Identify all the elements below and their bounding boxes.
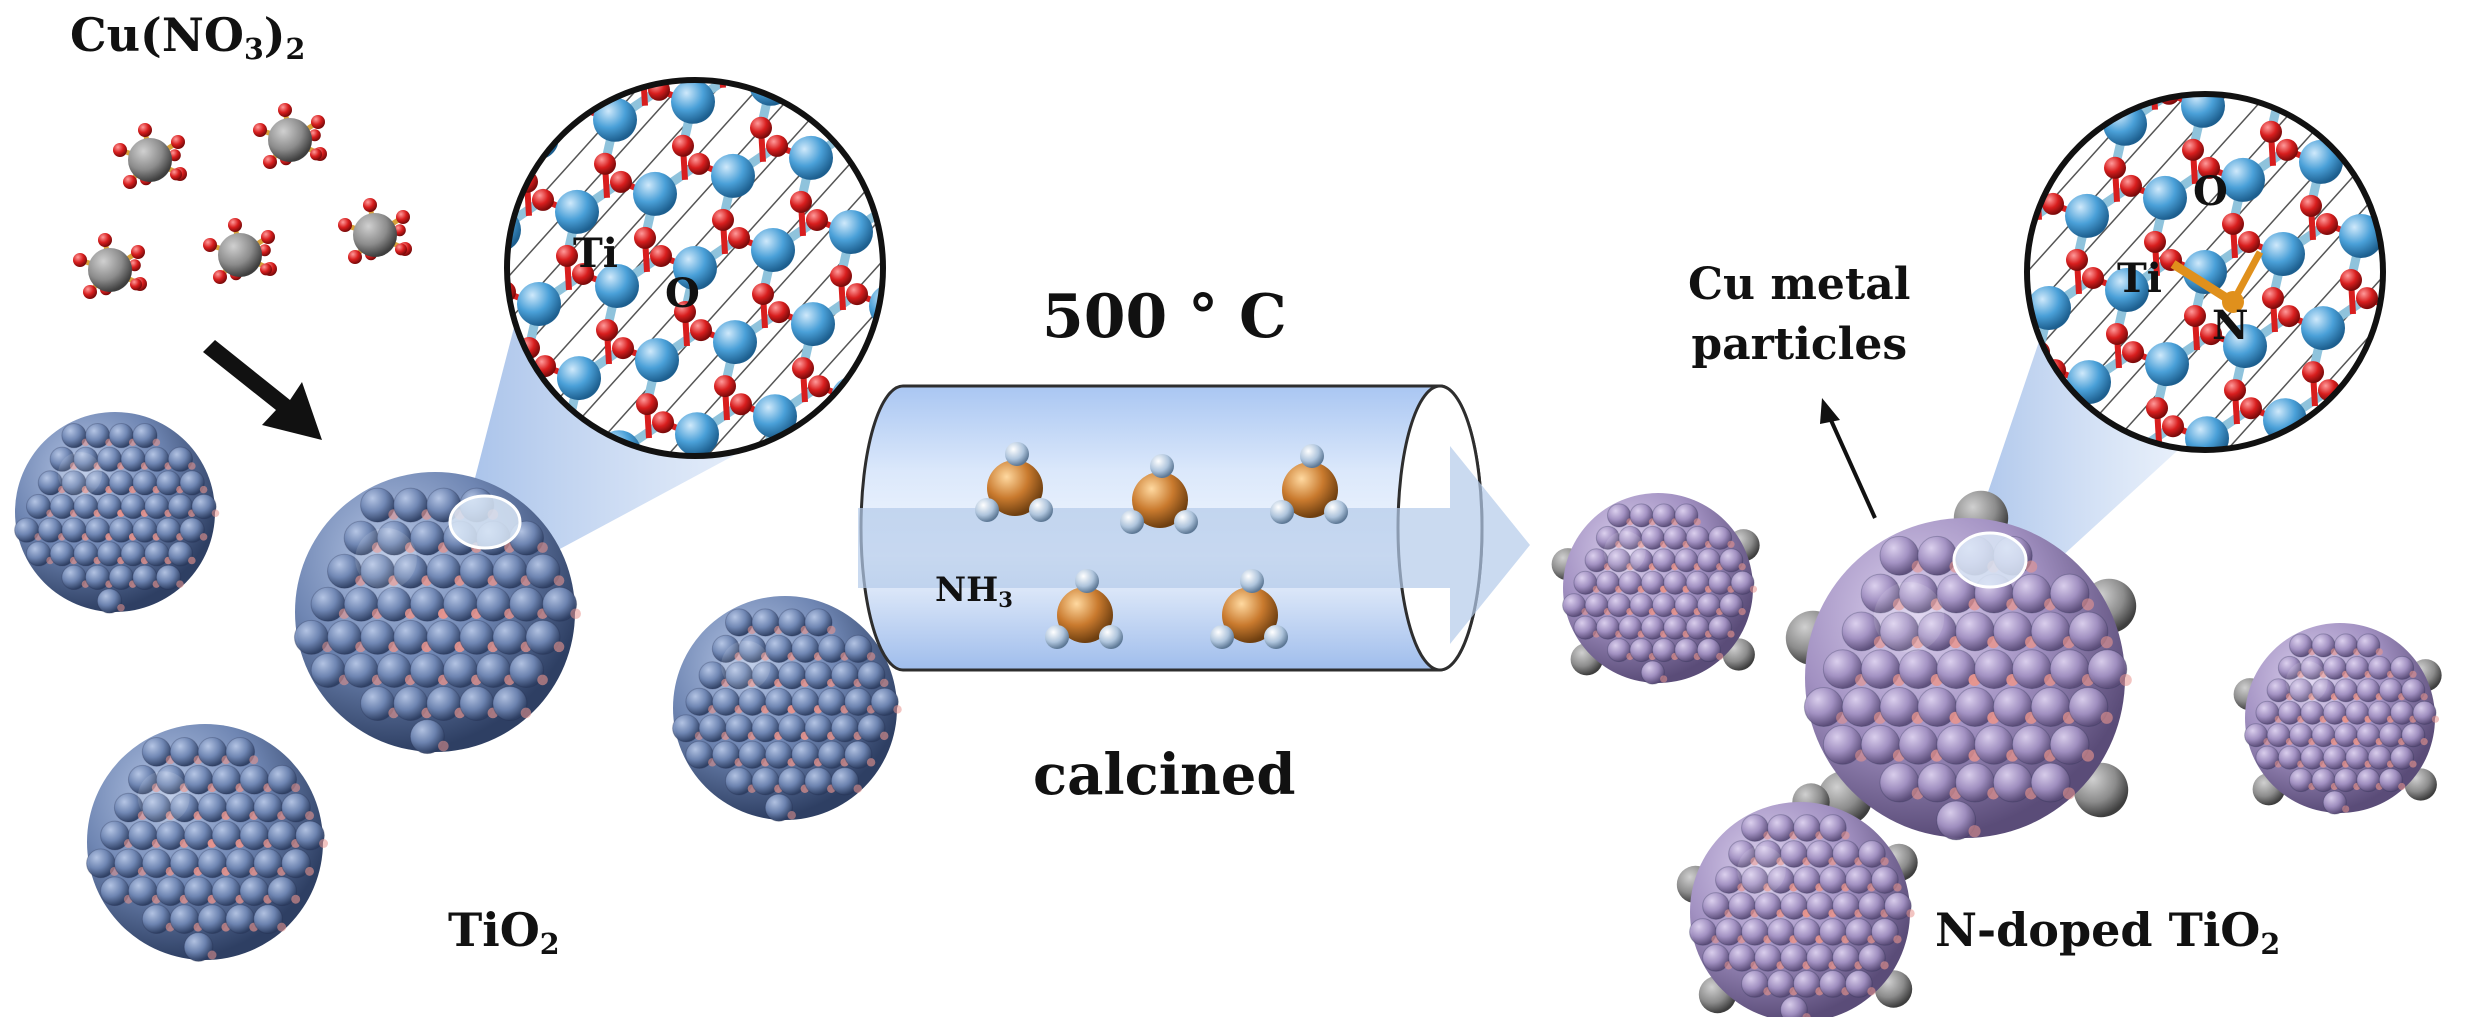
ammonia-molecule bbox=[1045, 569, 1123, 649]
ammonia-molecule bbox=[975, 442, 1053, 522]
nanoparticles bbox=[14, 412, 2442, 1017]
precursor-label: Cu(NO3)2 bbox=[70, 8, 306, 66]
cu-nitrate-molecule bbox=[338, 198, 412, 264]
feed-arrow bbox=[203, 340, 322, 440]
ammonia-molecule bbox=[1210, 569, 1288, 649]
inset2-ti-label: Ti bbox=[2117, 255, 2162, 302]
ndoped-tio2-label: N-doped TiO2 bbox=[1935, 903, 2281, 961]
cu-nitrate-molecule bbox=[253, 103, 327, 169]
tio2-particle bbox=[672, 596, 902, 822]
zoom-spot-left bbox=[448, 494, 522, 550]
cu-pointer-arrow bbox=[1820, 398, 1877, 519]
zoom-cone-right bbox=[1965, 250, 2200, 590]
cu-particles-label: Cu metal particles bbox=[1688, 259, 1911, 370]
cu-nitrate-molecule bbox=[113, 123, 187, 189]
ndoped-particle bbox=[1676, 783, 1918, 1017]
ndoped-particle-large bbox=[1785, 490, 2137, 841]
inset2-n-label: N bbox=[2212, 302, 2249, 349]
inset1-o-label: O bbox=[665, 270, 700, 317]
cu-nitrate-molecule bbox=[203, 218, 277, 284]
cu-nitrate-molecules bbox=[73, 103, 412, 299]
inset1-ti-label: Ti bbox=[573, 230, 618, 277]
process-label: calcined bbox=[1033, 742, 1296, 808]
tio2-label: TiO2 bbox=[448, 903, 560, 961]
zoom-spot-right bbox=[1952, 531, 2028, 589]
ammonia-molecules bbox=[975, 442, 1348, 649]
inset2-o-label: O bbox=[2193, 168, 2228, 215]
ndoped-particle bbox=[1551, 493, 1760, 685]
lattice-inset-ndoped bbox=[2024, 91, 2386, 453]
temperature-label: 500 ° C bbox=[1042, 282, 1287, 352]
gas-label: NH3 bbox=[935, 570, 1013, 612]
cu-nitrate-molecule bbox=[73, 233, 147, 299]
ammonia-molecule bbox=[1120, 454, 1198, 534]
tio2-particle bbox=[14, 412, 220, 614]
ammonia-molecule bbox=[1270, 444, 1348, 524]
ndoped-particle bbox=[2233, 623, 2442, 815]
flow-arrow bbox=[858, 446, 1530, 644]
tio2-particle bbox=[86, 724, 329, 962]
